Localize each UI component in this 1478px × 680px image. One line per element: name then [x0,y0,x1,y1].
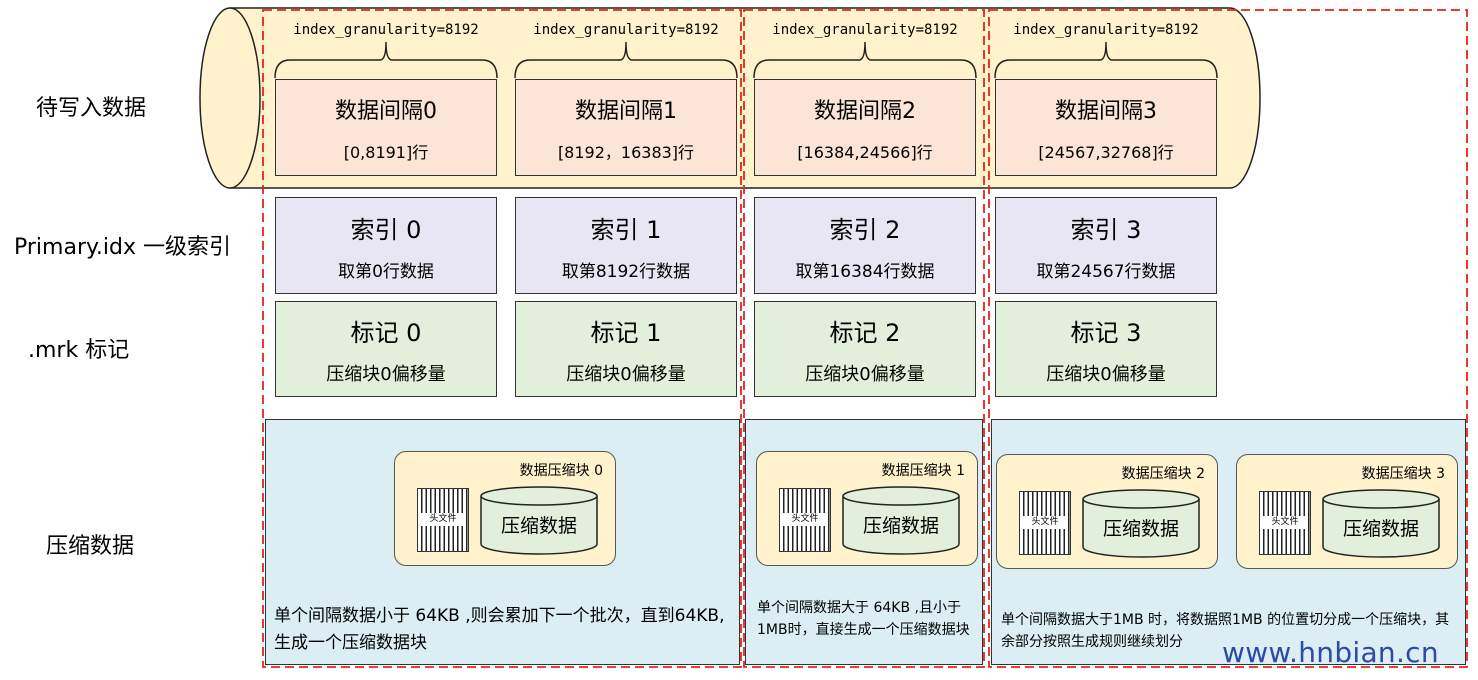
data-interval-title: 数据间隔3 [1055,98,1157,124]
watermark: www.hnbian.cn [1222,636,1439,669]
primary-index-0: 索引 0 取第0行数据 [275,197,497,294]
mark-3: 标记 3 压缩块0偏移量 [995,301,1217,397]
mark-title: 标记 1 [590,318,662,347]
chunk-header-file: 头文件 [1259,491,1311,555]
granularity-label-1: index_granularity=8192 [533,22,719,38]
granularity-label-3: index_granularity=8192 [1013,22,1199,38]
header-file-label: 头文件 [420,513,466,526]
header-file-label: 头文件 [782,513,828,526]
compressed-data-cylinder: 压缩数据 [1322,489,1440,558]
row-label-mrk: .mrk 标记 [28,338,130,363]
compressed-data-cylinder: 压缩数据 [842,486,960,555]
index-desc: 取第8192行数据 [561,261,691,282]
compressed-chunk-3: 数据压缩块 3 头文件 压缩数据 [1236,454,1458,569]
chunk-header-file: 头文件 [1019,491,1071,555]
mark-0: 标记 0 压缩块0偏移量 [275,301,497,397]
row-label-primary-index: Primary.idx 一级索引 [14,235,231,260]
chunk-title: 数据压缩块 3 [1361,466,1445,482]
header-file-label: 头文件 [1262,516,1308,529]
compressed-data-label: 压缩数据 [1343,518,1419,540]
index-title: 索引 3 [1070,215,1142,244]
granularity-label-2: index_granularity=8192 [772,22,958,38]
mark-title: 标记 3 [1070,318,1142,347]
mark-desc: 压缩块0偏移量 [805,363,925,385]
data-interval-0: 数据间隔0 [0,8191]行 [275,79,497,176]
primary-index-3: 索引 3 取第24567行数据 [995,197,1217,294]
compressed-data-cylinder: 压缩数据 [480,486,598,555]
mark-2: 标记 2 压缩块0偏移量 [754,301,976,397]
data-interval-3: 数据间隔3 [24567,32768]行 [995,79,1217,176]
mark-title: 标记 0 [350,318,422,347]
compressed-chunk-1: 数据压缩块 1 头文件 压缩数据 [756,451,978,566]
granularity-braces [274,41,1218,79]
region-note-1: 单个间隔数据大于 64KB ,且小于1MB时，直接生成一个压缩数据块 [757,600,970,638]
data-interval-2: 数据间隔2 [16384,24566]行 [754,79,976,176]
data-interval-title: 数据间隔1 [575,98,677,124]
primary-index-1: 索引 1 取第8192行数据 [515,197,737,294]
granularity-label-0: index_granularity=8192 [293,22,479,38]
compressed-data-label: 压缩数据 [501,515,577,537]
mark-desc: 压缩块0偏移量 [326,363,446,385]
mark-desc: 压缩块0偏移量 [566,363,686,385]
compressed-chunk-2: 数据压缩块 2 头文件 压缩数据 [996,454,1218,569]
compressed-data-label: 压缩数据 [863,515,939,537]
index-title: 索引 0 [350,215,422,244]
mark-1: 标记 1 压缩块0偏移量 [515,301,737,397]
region-note-0: 单个间隔数据小于 64KB ,则会累加下一个批次，直到64KB,生成一个压缩数据… [274,606,725,653]
index-desc: 取第24567行数据 [1036,261,1176,282]
data-interval-1: 数据间隔1 [8192，16383]行 [515,79,737,176]
compressed-data-label: 压缩数据 [1103,518,1179,540]
row-label-compressed: 压缩数据 [46,534,135,559]
mark-desc: 压缩块0偏移量 [1046,363,1166,385]
index-title: 索引 1 [590,215,662,244]
index-title: 索引 2 [829,215,901,244]
data-interval-range: [0,8191]行 [343,142,429,162]
index-desc: 取第0行数据 [338,261,434,282]
data-interval-range: [8192，16383]行 [557,142,695,162]
data-interval-range: [24567,32768]行 [1038,142,1174,162]
chunk-header-file: 头文件 [779,488,831,552]
region-note-2: 单个间隔数据大于1MB 时，将数据照1MB 的位置切分成一个压缩块，其余部分按照… [1001,612,1450,650]
chunk-title: 数据压缩块 0 [519,463,603,479]
header-file-label: 头文件 [1022,516,1068,529]
data-interval-title: 数据间隔0 [335,98,437,124]
primary-index-2: 索引 2 取第16384行数据 [754,197,976,294]
mark-title: 标记 2 [829,318,901,347]
chunk-title: 数据压缩块 2 [1121,466,1205,482]
chunk-header-file: 头文件 [417,488,469,552]
row-label-pending: 待写入数据 [36,96,147,121]
compressed-data-cylinder: 压缩数据 [1082,489,1200,558]
index-desc: 取第16384行数据 [795,261,935,282]
chunk-title: 数据压缩块 1 [881,463,965,479]
compressed-chunk-0: 数据压缩块 0 头文件 压缩数据 [394,451,616,566]
data-interval-title: 数据间隔2 [814,98,916,124]
data-interval-range: [16384,24566]行 [797,142,933,162]
